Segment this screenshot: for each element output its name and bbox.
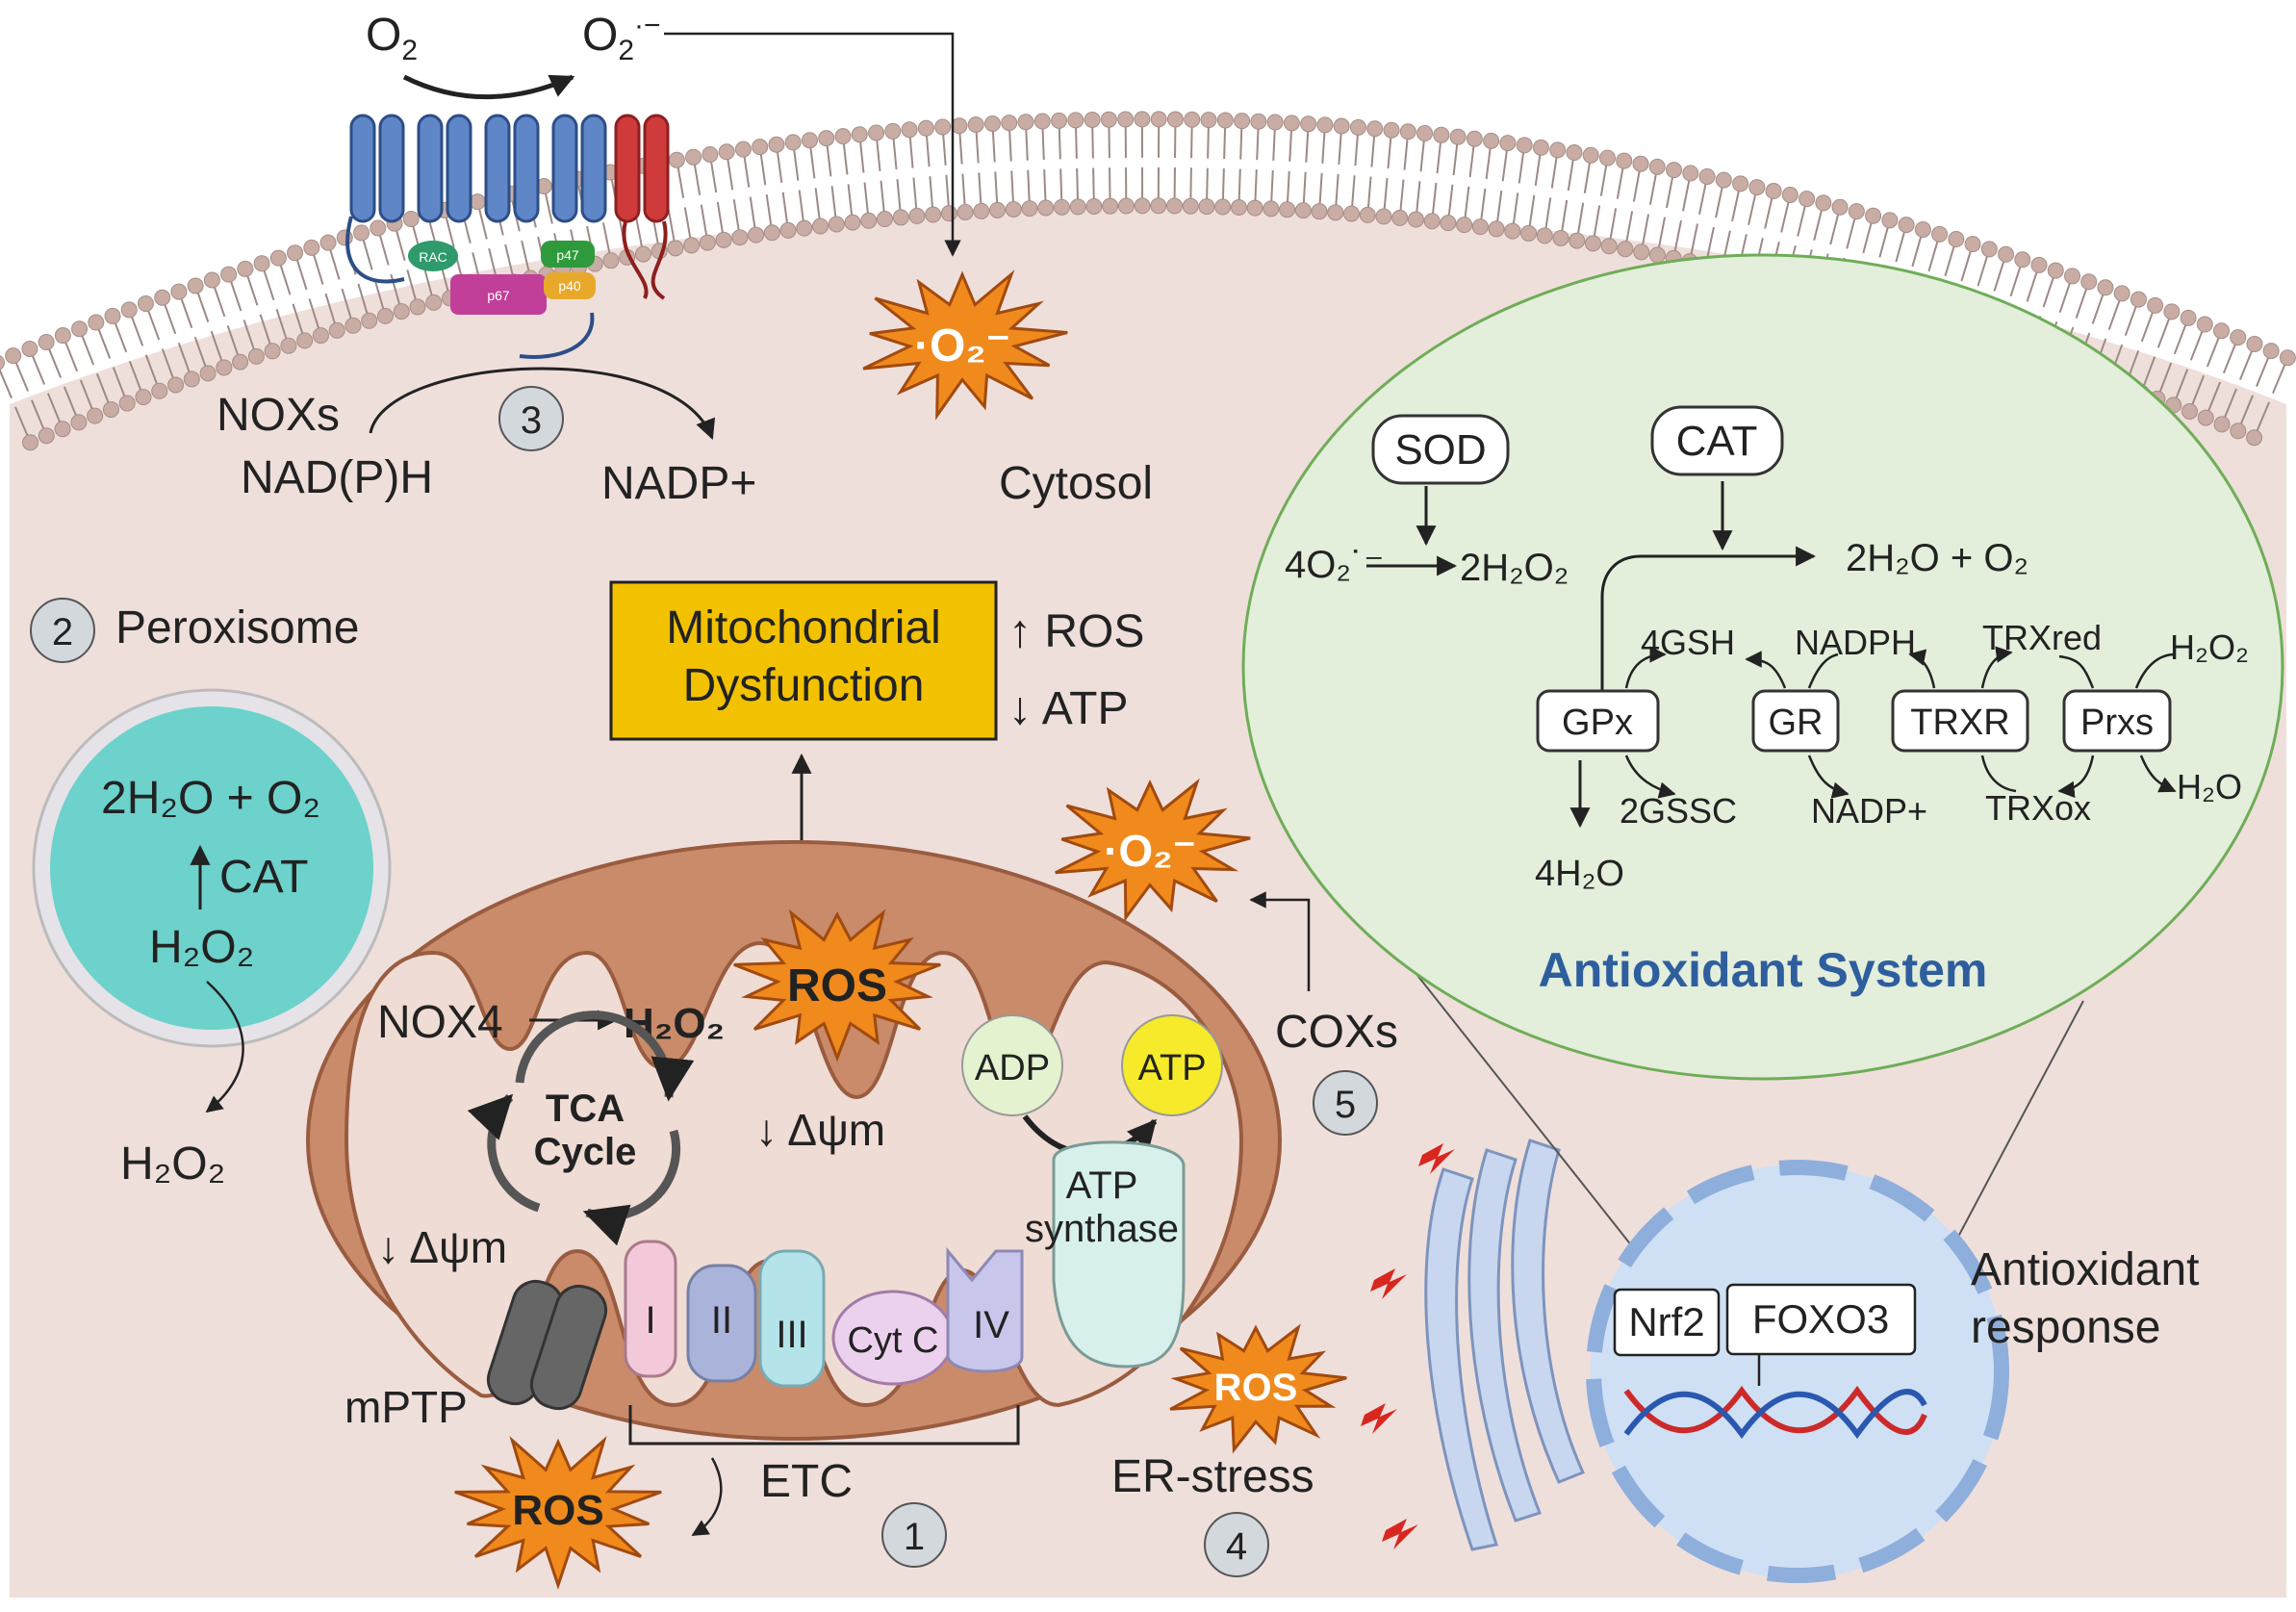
coxs-label: COXs xyxy=(1275,1007,1398,1058)
prxs-h2o2-label: H₂O₂ xyxy=(2170,627,2249,667)
trx-red-label: TRXred xyxy=(1982,618,2102,657)
complex-iv-label: IV xyxy=(973,1304,1009,1346)
gssg-label: 2GSSC xyxy=(1620,791,1737,831)
dysfunction-line2: Dysfunction xyxy=(683,660,925,711)
membrane-potential-left: ↓ Δψm xyxy=(377,1222,507,1272)
peroxisome-cat: CAT xyxy=(219,852,308,903)
nadp-plus-label: NADP+ xyxy=(601,458,756,509)
step-3-label: 3 xyxy=(521,399,542,442)
ros-increase: ↑ ROS xyxy=(1008,606,1144,657)
complex-i-label: I xyxy=(645,1299,655,1342)
atp-synthase-label-2: synthase xyxy=(1025,1208,1179,1250)
p67-label: p67 xyxy=(487,288,510,303)
step-1-label: 1 xyxy=(904,1516,925,1558)
antiox-products: 2H₂O + O₂ xyxy=(1846,537,2028,579)
cytosol-label: Cytosol xyxy=(999,458,1153,509)
er-ros-label: ROS xyxy=(1214,1367,1298,1409)
tca-label-2: Cycle xyxy=(534,1131,637,1173)
antioxidant-response-2: response xyxy=(1971,1302,2160,1353)
trxr-label: TRXR xyxy=(1910,703,2009,743)
prxs-water-label: H₂O xyxy=(2177,767,2242,806)
nucleus xyxy=(1591,1164,2004,1578)
atp-label: ATP xyxy=(1137,1048,1206,1088)
step-4-label: 4 xyxy=(1226,1525,1247,1568)
p40-label: p40 xyxy=(558,278,581,294)
atp-decrease: ↓ ATP xyxy=(1008,683,1128,734)
mito-h2o2: H₂O₂ xyxy=(624,1000,725,1047)
nadp-plus-antiox: NADP+ xyxy=(1811,791,1927,831)
trx-ox-label: TRXox xyxy=(1985,788,2091,828)
adp-label: ADP xyxy=(975,1048,1050,1088)
peroxisome-inner xyxy=(50,706,373,1030)
membrane-potential-inner: ↓ Δψm xyxy=(755,1105,885,1155)
nadph-label-antiox: NADPH xyxy=(1795,623,1916,662)
antiox-h2o2: 2H₂O₂ xyxy=(1460,547,1569,589)
ros-out-label: ROS xyxy=(512,1487,603,1534)
complex-iii-label: III xyxy=(776,1314,807,1356)
gr-label: GR xyxy=(1769,703,1824,743)
peroxisome-label: Peroxisome xyxy=(115,602,359,653)
p47-label: p47 xyxy=(556,247,579,263)
sod-label: SOD xyxy=(1394,426,1486,473)
tca-label-1: TCA xyxy=(546,1087,625,1130)
antioxidant-response-1: Antioxidant xyxy=(1971,1244,2200,1295)
foxo3-label: FOXO3 xyxy=(1752,1296,1889,1342)
peroxisome-substrate: H₂O₂ xyxy=(149,922,254,973)
cytochrome-c-label: Cyt C xyxy=(848,1320,939,1361)
peroxisome-product: 2H₂O + O₂ xyxy=(101,773,320,824)
noxs-label: NOXs xyxy=(217,390,340,441)
atp-synthase-label-1: ATP xyxy=(1066,1164,1138,1207)
rac-label: RAC xyxy=(419,249,447,265)
nadph-label: NAD(P)H xyxy=(241,452,433,503)
svg-text:·O₂⁻: ·O₂⁻ xyxy=(914,320,1010,371)
antioxidant-system-title: Antioxidant System xyxy=(1539,943,1988,997)
nrf2-label: Nrf2 xyxy=(1628,1299,1704,1344)
nox4-label: NOX4 xyxy=(377,997,503,1048)
cox-superoxide-label: ·O₂⁻ xyxy=(1104,826,1196,876)
er-stress-label: ER-stress xyxy=(1111,1451,1314,1502)
etc-label: ETC xyxy=(760,1456,853,1507)
ros-inner-label: ROS xyxy=(787,960,887,1011)
mptp-label: mPTP xyxy=(344,1382,468,1432)
step-5-label: 5 xyxy=(1335,1084,1356,1126)
cat-label: CAT xyxy=(1676,418,1758,465)
gpx-label: GPx xyxy=(1562,703,1633,743)
prxs-label: Prxs xyxy=(2080,703,2154,743)
water4-label: 4H₂O xyxy=(1535,854,1624,894)
step-2-label: 2 xyxy=(52,611,73,653)
dysfunction-line1: Mitochondrial xyxy=(666,602,940,653)
complex-ii-label: II xyxy=(711,1299,732,1342)
released-h2o2: H₂O₂ xyxy=(120,1139,225,1190)
